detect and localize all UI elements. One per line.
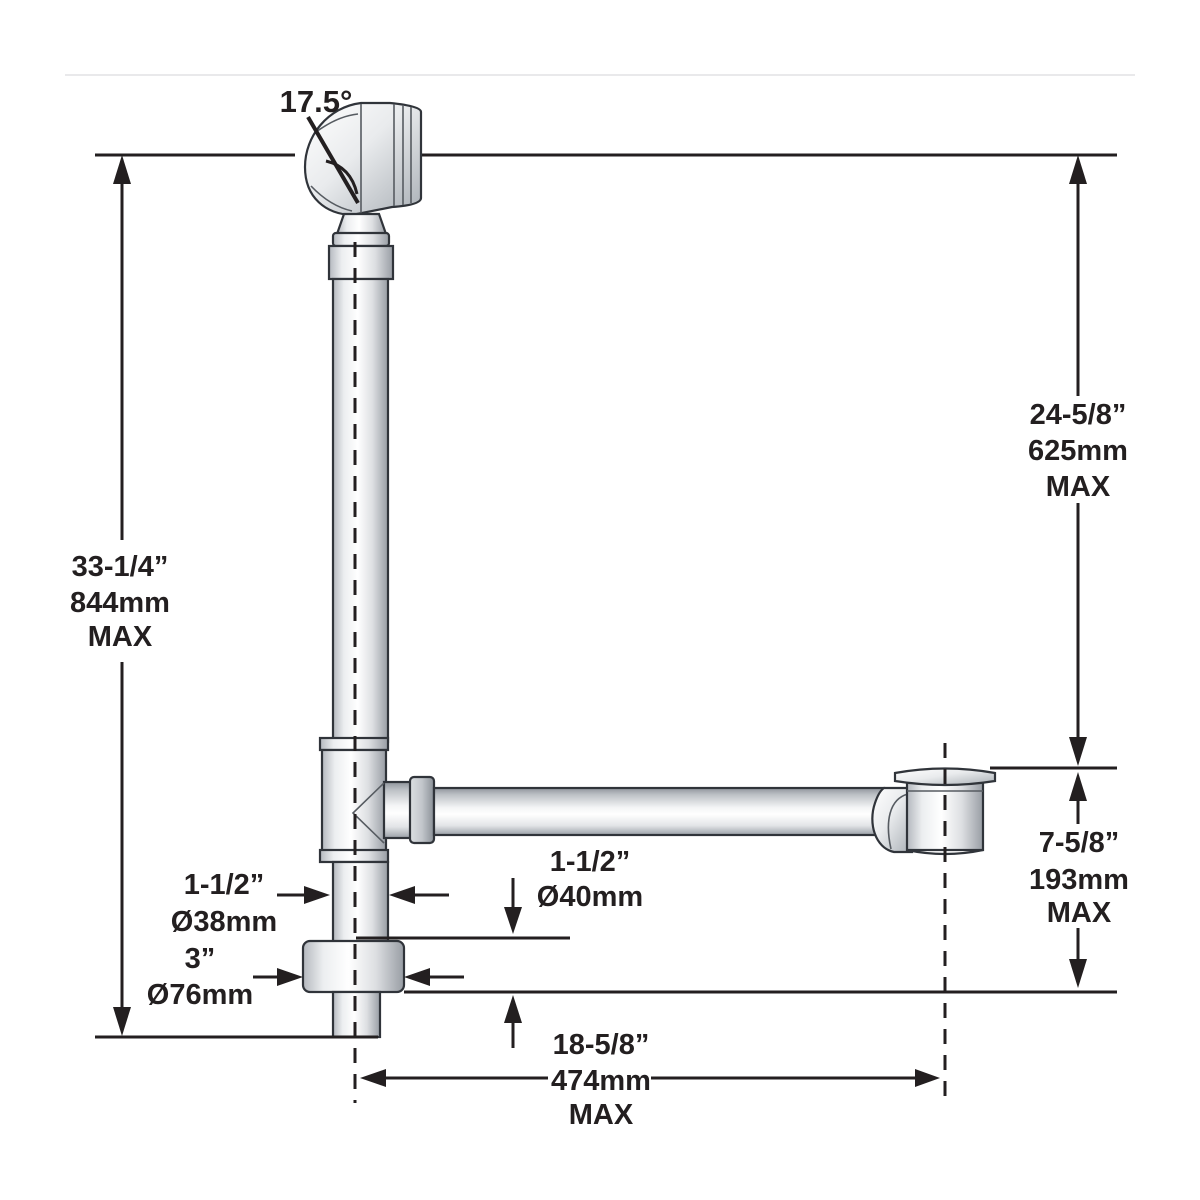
- elbow-shading-line: [315, 113, 359, 133]
- horizontal-waste-pipe: [432, 786, 886, 837]
- drain-drop-inches-label: 7-5/8”: [1039, 827, 1120, 859]
- arrowhead-down: [1069, 959, 1087, 988]
- dimension-drain-drop: 7-5/8” 193mm MAX: [404, 772, 1129, 994]
- overflow-coupling: [327, 244, 395, 281]
- drain-body-mm-label: Ø76mm: [147, 979, 253, 1011]
- arrowhead-down: [113, 1007, 131, 1036]
- drain-elbow-bend-line: [887, 793, 909, 850]
- dimension-waste-pipe-diameter: 1-1/2” Ø40mm: [356, 846, 643, 1048]
- overflow-height-mm-label: 625mm: [1028, 435, 1128, 467]
- arrowhead-left: [389, 886, 415, 904]
- arrowhead-up: [504, 995, 522, 1023]
- horizontal-run-max-label: MAX: [569, 1099, 634, 1131]
- elbow-neck: [335, 212, 388, 236]
- tee-fitting: [318, 736, 436, 864]
- dimension-overflow-pipe-diameter: 1-1/2” Ø38mm: [171, 869, 449, 938]
- angle-annotation: 17.5°: [280, 84, 360, 205]
- drain-body-inches-label: 3”: [185, 943, 216, 975]
- overflow-pipe-mm-label: Ø38mm: [171, 906, 277, 938]
- horizontal-run-mm-label: 474mm: [551, 1065, 651, 1097]
- dimension-horizontal-run: 18-5/8” 474mm MAX: [360, 1029, 940, 1131]
- waste-pipe-inches-label: 1-1/2”: [550, 846, 631, 878]
- waste-pipe-mm-label: Ø40mm: [537, 881, 643, 913]
- arrowhead-up: [1069, 772, 1087, 801]
- dimension-overflow-height: 24-5/8” 625mm MAX: [990, 155, 1128, 770]
- overflow-elbow: [303, 101, 423, 281]
- dimension-drain-body-diameter: 3” Ø76mm: [147, 943, 464, 1011]
- angle-leader-line: [306, 115, 360, 205]
- overflow-pipe-inches-label: 1-1/2”: [184, 869, 265, 901]
- overflow-height-inches-label: 24-5/8”: [1030, 399, 1127, 431]
- tee-branch: [382, 780, 414, 840]
- arrowhead-right: [915, 1069, 940, 1087]
- arrowhead-right: [304, 886, 330, 904]
- drain-elbow-and-flange: [871, 767, 997, 856]
- arrowhead-left: [360, 1069, 386, 1087]
- arrowhead-right: [277, 968, 303, 986]
- drain-drop-mm-label: 193mm: [1029, 864, 1129, 896]
- arrowhead-up: [1069, 155, 1087, 184]
- horizontal-run-inches-label: 18-5/8”: [553, 1029, 650, 1061]
- arrowhead-down: [504, 907, 522, 934]
- overall-height-max-label: MAX: [88, 621, 153, 653]
- dimension-overall-height: 33-1/4” 844mm MAX: [70, 155, 378, 1039]
- tee-branch-socket: [408, 775, 436, 845]
- elbow-collar-ring: [331, 231, 391, 248]
- overflow-height-max-label: MAX: [1046, 471, 1111, 503]
- tee-chamfer-lines: [351, 782, 385, 844]
- arrowhead-down: [1069, 737, 1087, 766]
- arrowhead-left: [404, 968, 430, 986]
- arrowhead-up: [113, 155, 131, 184]
- elbow-shading-line-2: [310, 185, 353, 212]
- vertical-overflow-pipe: [331, 277, 390, 744]
- elbow-angle-label: 17.5°: [280, 84, 353, 119]
- overall-height-inches-label: 33-1/4”: [72, 551, 169, 583]
- drain-drop-max-label: MAX: [1047, 897, 1112, 929]
- drain-elbow: [871, 786, 914, 854]
- overall-height-mm-label: 844mm: [70, 587, 170, 619]
- lower-overflow-pipe: [331, 860, 390, 944]
- angle-arc: [325, 159, 359, 195]
